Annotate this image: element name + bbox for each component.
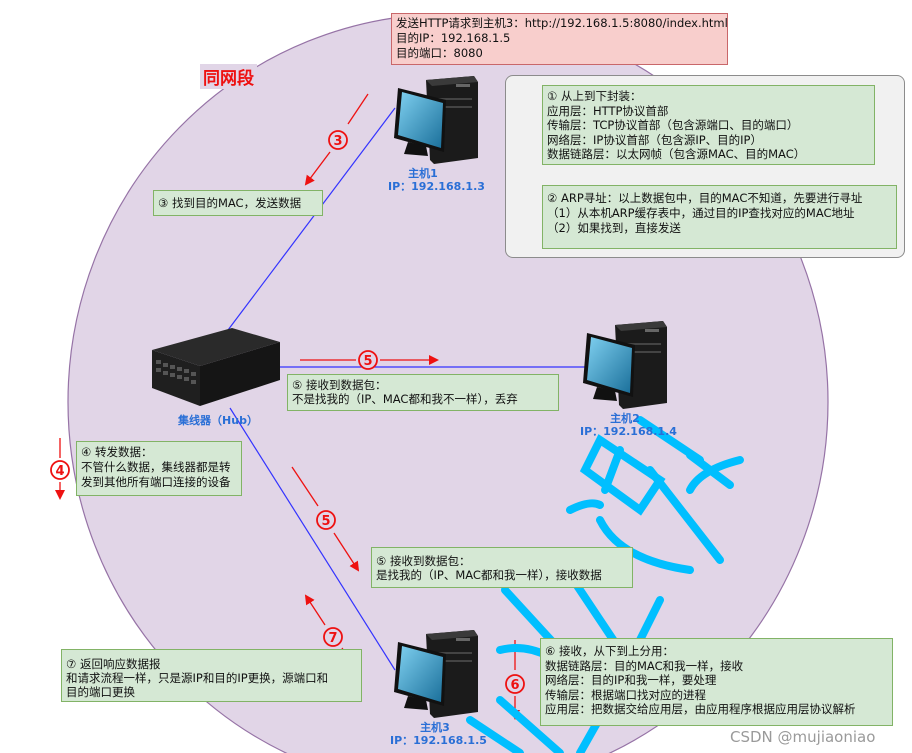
- step2-line: （1）从本机ARP缓存表中，通过目的IP查找对应的MAC地址: [547, 206, 855, 220]
- svg-text:7: 7: [328, 631, 337, 646]
- step5-host2-note: ⑤ 接收到数据包： 不是找我的（IP、MAC都和我不一样），丢弃: [287, 374, 559, 411]
- step2-line: （2）如果找到，直接发送: [547, 221, 681, 235]
- host1-name: 主机1: [408, 167, 438, 180]
- step5b-line: ⑤ 接收到数据包：: [376, 554, 471, 568]
- host3-name: 主机3: [420, 721, 450, 734]
- svg-text:3: 3: [333, 134, 342, 149]
- marker-step-5-host3: 5: [316, 510, 336, 530]
- arrow-step-5-host3: [291, 466, 360, 572]
- step1-line: 应用层：HTTP协议首部: [547, 103, 669, 118]
- step1-line: 数据链路层：以太网帧（包含源MAC、目的MAC）: [547, 147, 806, 161]
- step6-line: ⑥ 接收，从下到上分用：: [545, 644, 674, 658]
- request-line-1: 发送HTTP请求到主机3：http://192.168.1.5:8080/ind…: [396, 16, 728, 30]
- svg-text:6: 6: [510, 678, 519, 693]
- step7-note: ⑦ 返回响应数据报 和请求流程一样，只是源IP和目的IP更换，源端口和 目的端口…: [61, 649, 362, 702]
- link-hub-host1: [227, 107, 396, 331]
- step3-line: ③ 找到目的MAC，发送数据: [158, 196, 302, 210]
- marker-step-5-host2: 5: [358, 350, 378, 370]
- host2-ip: IP：192.168.1.4: [580, 425, 677, 438]
- step4-line: ④ 转发数据：: [81, 445, 153, 459]
- segment-label: 同网段: [200, 64, 257, 89]
- step5-host3-note: ⑤ 接收到数据包： 是找我的（IP、MAC都和我一样），接收数据: [371, 547, 633, 588]
- svg-text:5: 5: [363, 354, 372, 369]
- link-hub-host3: [229, 407, 396, 671]
- step7-line: ⑦ 返回响应数据报: [66, 657, 161, 671]
- marker-step-7: 7: [323, 627, 343, 647]
- step7-line: 目的端口更换: [66, 685, 135, 699]
- hub-device-icon: [152, 328, 280, 406]
- hub-label: 集线器（Hub）: [178, 414, 258, 427]
- step3-note: ③ 找到目的MAC，发送数据: [153, 190, 323, 216]
- host2-name: 主机2: [610, 412, 640, 425]
- http-request-box: 发送HTTP请求到主机3：http://192.168.1.5:8080/ind…: [391, 13, 728, 65]
- csdn-watermark: CSDN @mujiaoniao: [730, 728, 876, 746]
- step5a-line: 不是找我的（IP、MAC都和我不一样），丢弃: [292, 392, 518, 406]
- step1-note: ① 从上到下封装： 应用层：HTTP协议首部 传输层：TCP协议首部（包含源端口…: [542, 85, 875, 165]
- step5a-line: ⑤ 接收到数据包：: [292, 378, 387, 392]
- arrow-step-3: [304, 93, 369, 186]
- step6-note: ⑥ 接收，从下到上分用： 数据链路层：目的MAC和我一样，接收 网络层：目的IP…: [540, 638, 893, 726]
- step4-line: 发到其他所有端口连接的设备: [81, 475, 231, 489]
- step6-line: 网络层：目的IP和我一样，要处理: [545, 673, 717, 687]
- step6-line: 数据链路层：目的MAC和我一样，接收: [545, 658, 744, 673]
- step1-line: 传输层：TCP协议首部（包含源端口、目的端口）: [547, 118, 799, 132]
- host2-label: 主机2 IP：192.168.1.4: [580, 412, 677, 438]
- step6-line: 传输层：根据端口找对应的进程: [545, 687, 706, 702]
- marker-step-6: 6: [505, 674, 525, 694]
- step2-line: ② ARP寻址：以上数据包中，目的MAC不知道，先要进行寻址: [547, 191, 863, 205]
- step4-line: 不管什么数据，集线器都是转: [81, 460, 231, 474]
- step7-line: 和请求流程一样，只是源IP和目的IP更换，源端口和: [66, 671, 329, 685]
- host3-label: 主机3 IP：192.168.1.5: [390, 721, 487, 747]
- svg-text:4: 4: [55, 464, 64, 479]
- step4-note: ④ 转发数据： 不管什么数据，集线器都是转 发到其他所有端口连接的设备: [76, 441, 242, 496]
- host1-label: 主机1 IP：192.168.1.3: [388, 167, 485, 193]
- step1-line: ① 从上到下封装：: [547, 89, 642, 103]
- svg-text:5: 5: [321, 514, 330, 529]
- step2-note: ② ARP寻址：以上数据包中，目的MAC不知道，先要进行寻址 （1）从本机ARP…: [542, 185, 897, 249]
- marker-step-4: 4: [50, 460, 70, 480]
- marker-step-3: 3: [328, 130, 348, 150]
- request-line-3: 目的端口：8080: [396, 46, 483, 60]
- step5b-line: 是找我的（IP、MAC都和我一样），接收数据: [376, 568, 602, 582]
- step6-line: 应用层：把数据交给应用层，由应用程序根据应用层协议解析: [545, 702, 856, 716]
- host1-ip: IP：192.168.1.3: [388, 180, 485, 193]
- request-line-2: 目的IP：192.168.1.5: [396, 31, 511, 45]
- host3-ip: IP：192.168.1.5: [390, 734, 487, 747]
- step1-line: 网络层：IP协议首部（包含源IP、目的IP）: [547, 132, 762, 147]
